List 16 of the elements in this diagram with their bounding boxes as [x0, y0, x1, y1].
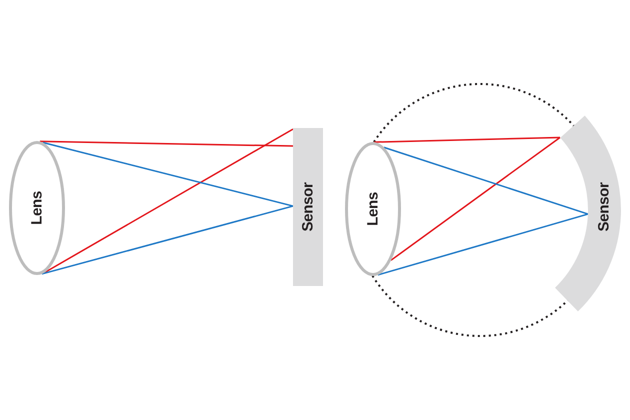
light-ray [40, 140, 294, 147]
sensor-panel [293, 128, 323, 286]
sensor-label: Sensor [596, 182, 612, 232]
light-ray [384, 146, 588, 215]
lens-label: Lens [366, 192, 380, 226]
light-ray [42, 205, 294, 275]
light-ray [390, 136, 560, 261]
light-ray [374, 136, 560, 143]
curved-sensor [555, 115, 621, 312]
lens-label: Lens [30, 191, 44, 225]
light-ray [44, 128, 294, 274]
lens-ellipse [345, 142, 401, 276]
lens-ellipse [9, 141, 65, 275]
sensor-label: Sensor [300, 182, 316, 232]
light-ray [42, 142, 294, 207]
light-ray [378, 213, 588, 276]
